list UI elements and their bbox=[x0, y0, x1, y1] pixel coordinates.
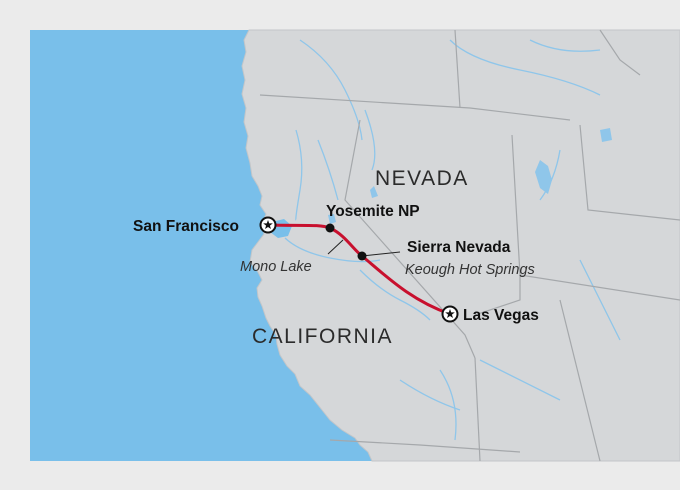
rivers bbox=[284, 39, 621, 441]
stop-label-mono-lake: Mono Lake bbox=[240, 259, 312, 275]
star-circle-icon bbox=[259, 216, 277, 234]
region-label-nevada: NEVADA bbox=[375, 167, 469, 190]
lakes bbox=[328, 128, 612, 224]
stop-label-las-vegas: Las Vegas bbox=[463, 307, 539, 324]
star-circle-icon bbox=[441, 305, 459, 323]
region-label-california: CALIFORNIA bbox=[252, 325, 393, 348]
land-mass bbox=[241, 29, 680, 462]
dot-icon bbox=[325, 223, 335, 233]
route-line bbox=[266, 223, 452, 316]
dot-icon bbox=[357, 251, 367, 261]
stop-label-sierra-nevada: Sierra Nevada bbox=[407, 239, 511, 256]
stop-sublabel-keough: Keough Hot Springs bbox=[405, 262, 535, 278]
mono-lake-leader bbox=[327, 239, 344, 255]
state-borders bbox=[259, 29, 680, 462]
stop-label-san-francisco: San Francisco bbox=[133, 218, 239, 235]
stop-label-yosemite: Yosemite NP bbox=[326, 203, 420, 220]
sierra-nevada-leader bbox=[361, 251, 401, 257]
